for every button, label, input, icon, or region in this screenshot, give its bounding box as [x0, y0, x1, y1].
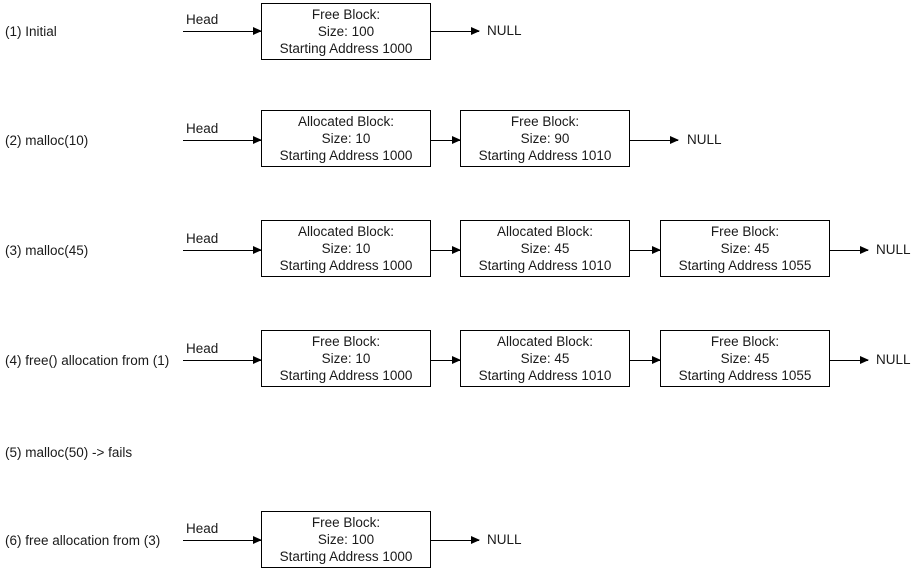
block-line: Size: 45	[520, 351, 570, 366]
memory-block: Free Block: Size: 45 Starting Address 1055	[660, 220, 830, 277]
step-label-2: (2) malloc(10)	[5, 133, 89, 148]
head-label-2: Head	[186, 121, 219, 136]
head-label-1: Head	[186, 12, 219, 27]
head-arrow-3	[183, 246, 262, 255]
block-line: Starting Address 1055	[678, 368, 812, 383]
block-line: Free Block:	[311, 515, 381, 530]
block-line: Allocated Block:	[496, 334, 594, 349]
block-line: Size: 90	[520, 131, 570, 146]
memory-block: Free Block: Size: 10 Starting Address 1000	[261, 330, 431, 387]
null-arrow-4	[830, 356, 869, 365]
block-line: Size: 45	[720, 351, 770, 366]
null-arrow-2	[630, 136, 679, 145]
null-terminator-1: NULL	[487, 23, 522, 38]
head-label-3: Head	[186, 231, 219, 246]
block-line: Size: 100	[317, 532, 375, 547]
null-arrow-1	[431, 27, 480, 36]
step-label-6: (6) free allocation from (3)	[5, 533, 161, 548]
block-line: Starting Address 1010	[478, 258, 612, 273]
step-label-1: (1) Initial	[5, 24, 57, 39]
memory-block: Free Block: Size: 90 Starting Address 1010	[460, 110, 630, 167]
block-connector-arrow	[630, 246, 661, 255]
block-line: Starting Address 1000	[279, 258, 413, 273]
block-connector-arrow	[431, 246, 461, 255]
head-arrow-1	[183, 27, 262, 36]
block-line: Starting Address 1055	[678, 258, 812, 273]
block-line: Starting Address 1000	[279, 148, 413, 163]
block-line: Free Block:	[311, 334, 381, 349]
block-connector-arrow	[431, 136, 461, 145]
block-line: Free Block:	[710, 224, 780, 239]
null-terminator-6: NULL	[487, 532, 522, 547]
block-line: Free Block:	[311, 7, 381, 22]
null-arrow-6	[431, 536, 480, 545]
block-line: Allocated Block:	[297, 114, 395, 129]
memory-block: Allocated Block: Size: 10 Starting Address…	[261, 110, 431, 167]
memory-block: Free Block: Size: 45 Starting Address 1055	[660, 330, 830, 387]
block-line: Size: 100	[317, 24, 375, 39]
null-arrow-3	[830, 246, 869, 255]
block-connector-arrow	[431, 356, 461, 365]
step-label-5: (5) malloc(50) -> fails	[5, 445, 133, 460]
memory-block: Allocated Block: Size: 45 Starting Address…	[460, 220, 630, 277]
block-line: Size: 45	[520, 241, 570, 256]
block-line: Starting Address 1010	[478, 148, 612, 163]
null-terminator-2: NULL	[687, 132, 722, 147]
block-line: Size: 10	[321, 241, 371, 256]
block-line: Starting Address 1000	[279, 41, 413, 56]
head-label-4: Head	[186, 341, 219, 356]
block-line: Size: 45	[720, 241, 770, 256]
block-line: Allocated Block:	[496, 224, 594, 239]
head-label-6: Head	[186, 521, 219, 536]
block-line: Free Block:	[710, 334, 780, 349]
block-line: Size: 10	[321, 131, 371, 146]
block-line: Starting Address 1010	[478, 368, 612, 383]
memory-block: Allocated Block: Size: 10 Starting Address…	[261, 220, 431, 277]
block-line: Allocated Block:	[297, 224, 395, 239]
block-connector-arrow	[630, 356, 661, 365]
null-terminator-4: NULL	[876, 352, 911, 367]
head-arrow-6	[183, 536, 262, 545]
null-terminator-3: NULL	[876, 242, 911, 257]
head-arrow-2	[183, 136, 262, 145]
block-line: Free Block:	[510, 114, 580, 129]
block-line: Starting Address 1000	[279, 549, 413, 564]
head-arrow-4	[183, 356, 262, 365]
block-line: Starting Address 1000	[279, 368, 413, 383]
memory-block: Allocated Block: Size: 45 Starting Address…	[460, 330, 630, 387]
step-label-3: (3) malloc(45)	[5, 243, 89, 258]
step-label-4: (4) free() allocation from (1)	[5, 353, 170, 368]
block-line: Size: 10	[321, 351, 371, 366]
